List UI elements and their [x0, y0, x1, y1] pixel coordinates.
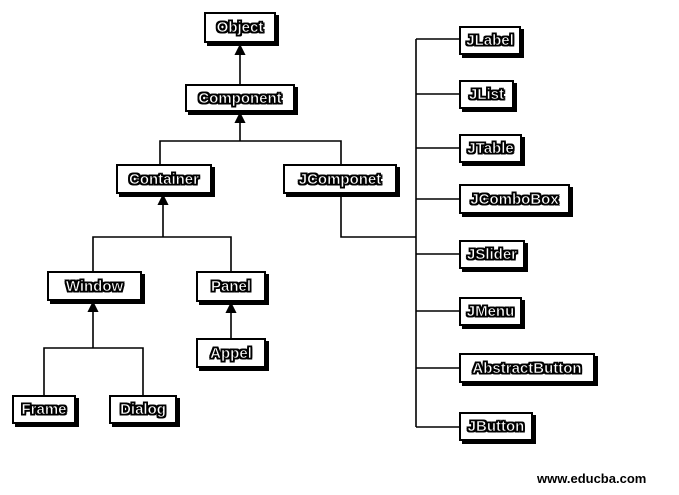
node-jmenu: JMenu [459, 297, 522, 326]
node-jbutton: JButton [459, 412, 533, 441]
node-frame: Frame [12, 395, 76, 424]
edge-container-jcomponet-branch [159, 140, 342, 164]
node-component: Component [185, 84, 295, 112]
node-object: Object [204, 12, 276, 43]
node-jlabel: JLabel [459, 26, 521, 55]
node-window: Window [47, 271, 142, 301]
watermark-text: www.educba.com [537, 471, 647, 486]
node-panel: Panel [196, 271, 266, 302]
edge-jcomponet-bus [340, 195, 416, 238]
node-jtable: JTable [459, 134, 522, 163]
node-jslider: JSlider [459, 240, 525, 269]
node-dialog: Dialog [109, 395, 177, 424]
edge-window-panel-branch [92, 236, 232, 271]
node-jcomponet: JComponet [283, 164, 397, 194]
node-abstractbutton: AbstractButton [459, 353, 595, 383]
node-container: Container [116, 164, 212, 194]
node-appel: Appel [196, 338, 266, 368]
node-jlist: JList [459, 80, 514, 109]
node-jcombobox: JComboBox [459, 184, 570, 214]
edge-frame-dialog-branch [43, 347, 144, 395]
